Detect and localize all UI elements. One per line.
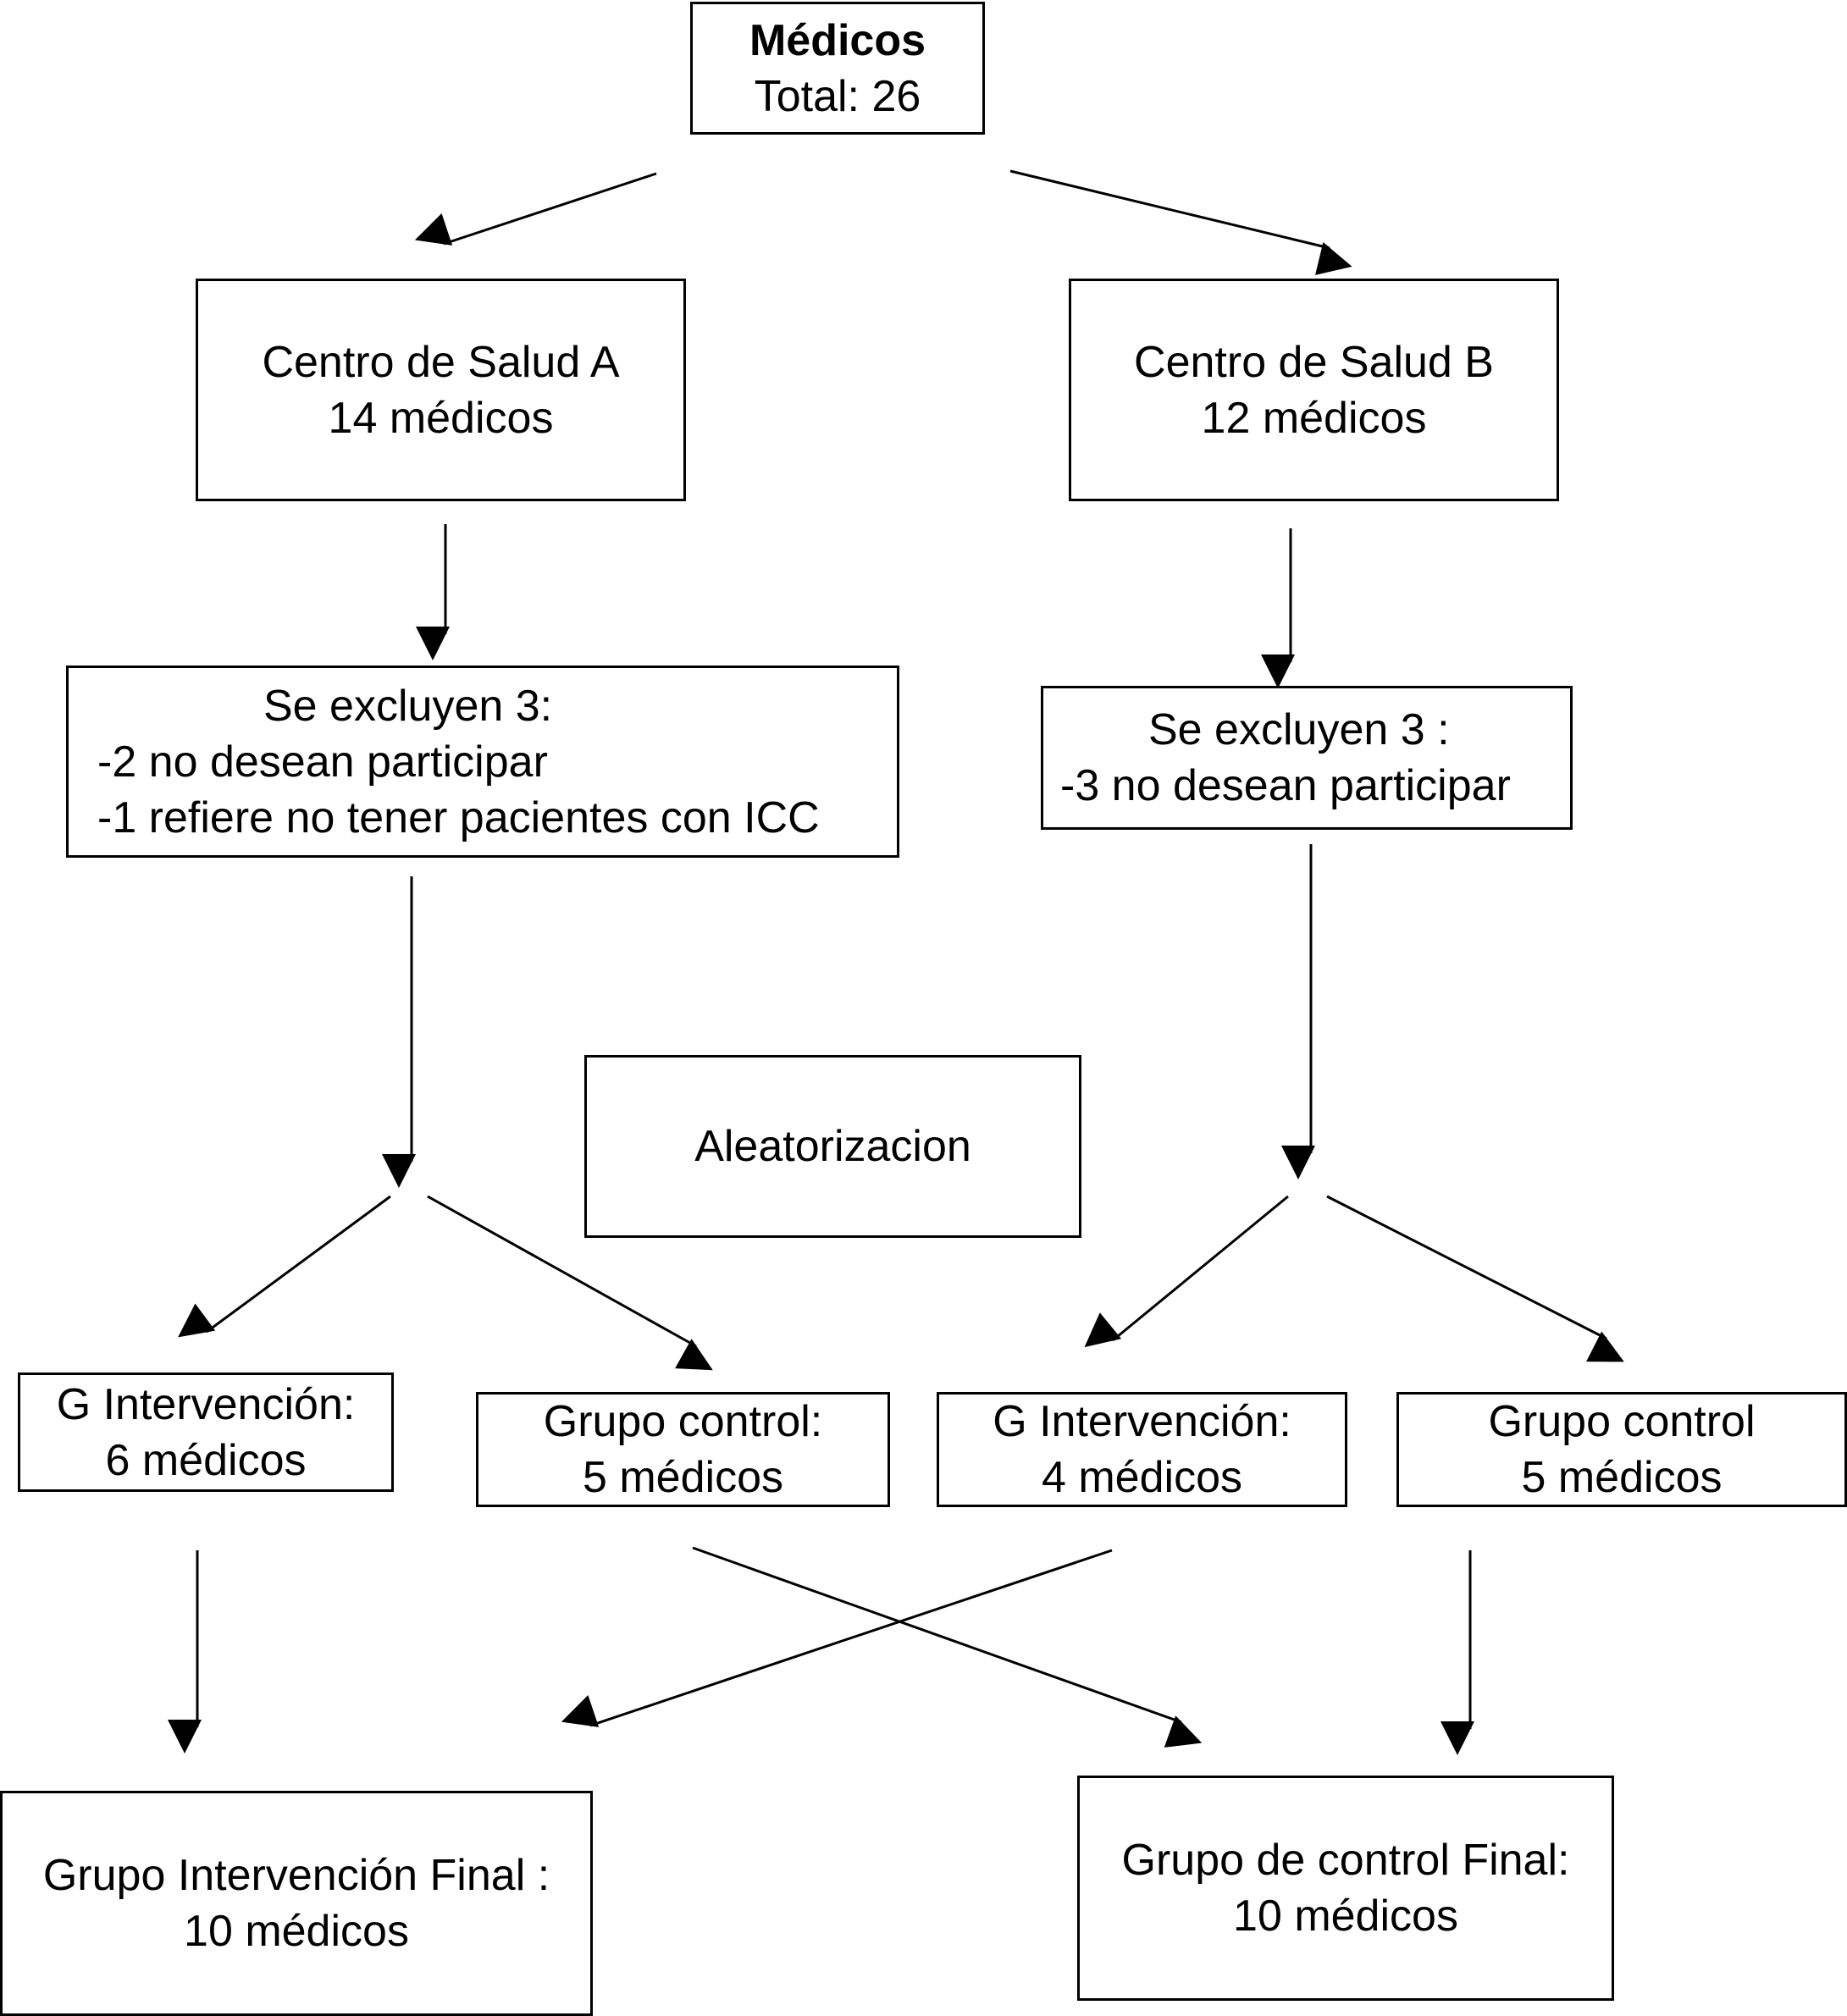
center-a-box: Centro de Salud A 14 médicos: [196, 279, 686, 501]
exclusion-a-box: Se excluyen 3: -2 no desean participar -…: [66, 666, 899, 858]
center-b-name: Centro de Salud B: [1134, 337, 1494, 387]
arrow-a-control-to-final-control: [692, 1546, 1203, 1748]
center-b-count: 12 médicos: [1201, 393, 1427, 443]
total-count: Total: 26: [754, 71, 921, 121]
arrow-b-intervention-to-final-intervention: [561, 1549, 1113, 1727]
total-title: Médicos: [749, 15, 926, 65]
arrow-b-to-intervention: [1084, 1195, 1289, 1348]
arrow-a-to-control: [427, 1195, 713, 1371]
a-control-box: Grupo control: 5 médicos: [476, 1392, 890, 1507]
b-intervention-box: G Intervención: 4 médicos: [937, 1392, 1347, 1507]
b-control-box: Grupo control 5 médicos: [1396, 1392, 1847, 1507]
final-control-title: Grupo de control Final:: [1121, 1836, 1570, 1885]
a-control-count: 5 médicos: [583, 1453, 783, 1502]
randomization-label: Aleatorizacion: [694, 1122, 971, 1171]
arrow-a-to-intervention: [178, 1195, 391, 1338]
center-a-count: 14 médicos: [328, 393, 554, 443]
center-b-box: Centro de Salud B 12 médicos: [1069, 279, 1559, 501]
exclusion-b-box: Se excluyen 3 : -3 no desean participar: [1041, 686, 1573, 830]
exclusion-b-title: Se excluyen 3 :: [1148, 705, 1450, 754]
final-control-count: 10 médicos: [1233, 1892, 1458, 1941]
b-intervention-title: G Intervención:: [993, 1397, 1291, 1446]
a-control-title: Grupo control:: [543, 1397, 823, 1446]
final-control-box: Grupo de control Final: 10 médicos: [1077, 1776, 1614, 2001]
b-intervention-count: 4 médicos: [1042, 1453, 1242, 1502]
final-intervention-box: Grupo Intervención Final : 10 médicos: [0, 1791, 593, 2016]
exclusion-a-title: Se excluyen 3:: [263, 681, 553, 731]
arrow-top-to-b: [1009, 169, 1352, 275]
b-control-title: Grupo control: [1488, 1397, 1756, 1446]
randomization-box: Aleatorizacion: [584, 1055, 1081, 1238]
final-intervention-title: Grupo Intervención Final :: [42, 1851, 550, 1900]
center-a-name: Centro de Salud A: [262, 337, 620, 387]
a-intervention-title: G Intervención:: [56, 1379, 356, 1429]
final-intervention-count: 10 médicos: [184, 1907, 409, 1956]
a-intervention-count: 6 médicos: [105, 1435, 307, 1485]
exclusion-b-reason-1: -3 no desean participar: [1060, 761, 1511, 810]
b-control-count: 5 médicos: [1521, 1453, 1723, 1502]
total-doctors-box: Médicos Total: 26: [690, 2, 985, 135]
arrow-b-to-control: [1326, 1195, 1624, 1362]
arrow-top-to-a: [414, 172, 657, 246]
exclusion-a-reason-1: -2 no desean participar: [97, 737, 548, 787]
exclusion-a-reason-2: -1 refiere no tener pacientes con ICC: [97, 793, 820, 842]
a-intervention-box: G Intervención: 6 médicos: [18, 1373, 394, 1492]
